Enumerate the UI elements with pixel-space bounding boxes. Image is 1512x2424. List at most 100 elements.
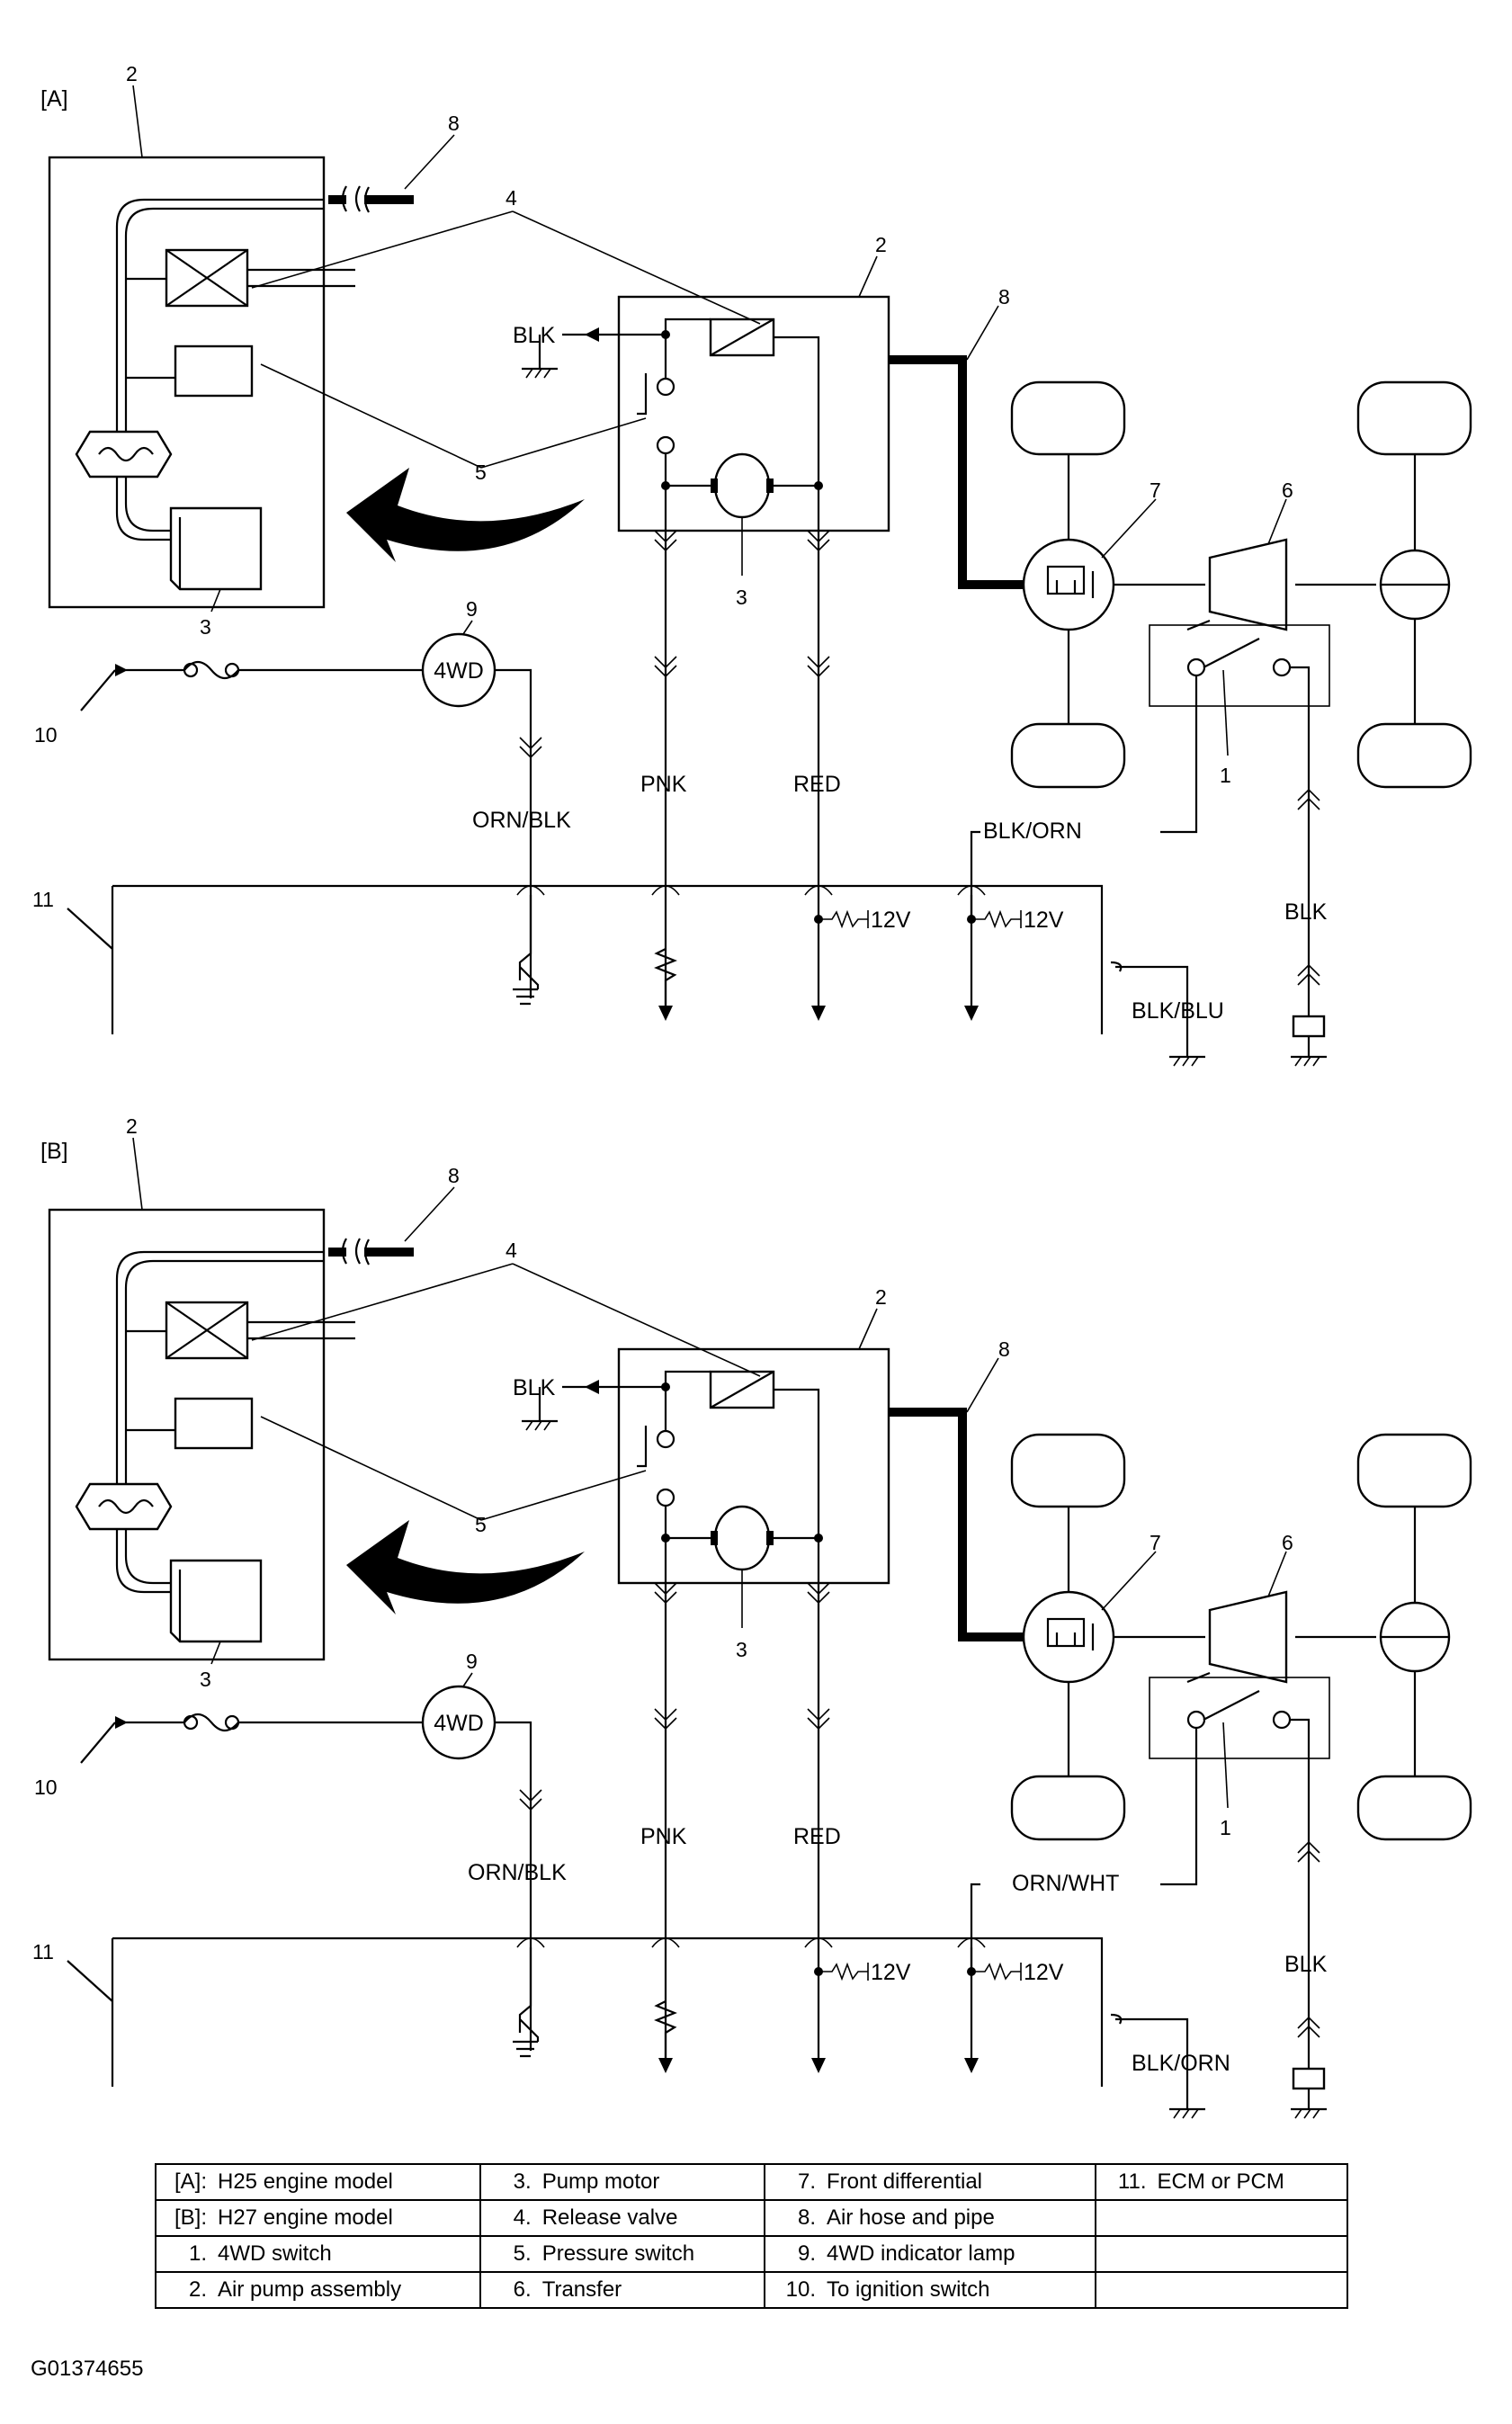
legend-value: H25 engine model <box>218 2169 393 2194</box>
callout-2: 2 <box>126 62 138 85</box>
callout-8: 8 <box>448 1164 460 1187</box>
wire-label: BLK/BLU <box>1132 998 1224 1024</box>
wire-label: RED <box>793 772 841 797</box>
legend-key: 10. <box>785 2277 817 2302</box>
legend-cell: [B]: H27 engine model <box>155 2199 481 2237</box>
legend-value: Air hose and pipe <box>827 2205 995 2230</box>
voltage-label: 12V <box>871 908 911 933</box>
callout-8: 8 <box>448 112 460 135</box>
legend-value: 4WD indicator lamp <box>827 2241 1015 2266</box>
callout-7: 7 <box>1150 1531 1161 1554</box>
legend-key: 6. <box>513 2277 532 2302</box>
legend-row: [B]: H27 engine model 4. Release valve 8. Air… <box>155 2199 1349 2237</box>
voltage-label: 12V <box>1024 1960 1064 1985</box>
callout-11: 11 <box>32 888 54 911</box>
callout-3: 3 <box>200 1668 211 1691</box>
legend-key: 4. <box>513 2205 532 2230</box>
legend-cell <box>1094 2235 1349 2273</box>
legend-value: ECM or PCM <box>1157 2169 1284 2194</box>
voltage-label: 12V <box>1024 908 1064 933</box>
wire-label: PNK <box>640 772 687 797</box>
legend-value: Front differential <box>827 2169 982 2194</box>
callout-6: 6 <box>1282 1531 1293 1554</box>
indicator-lamp-label: 4WD <box>434 658 484 684</box>
legend-value: Release valve <box>541 2205 678 2230</box>
legend-value: H27 engine model <box>218 2205 393 2230</box>
legend-value: Transfer <box>541 2277 622 2302</box>
callout-9: 9 <box>466 1650 478 1673</box>
legend-key: 9. <box>798 2241 817 2266</box>
legend-cell: 3. Pump motor <box>479 2163 766 2201</box>
legend-cell <box>1094 2199 1349 2237</box>
voltage-label: 12V <box>871 1960 911 1985</box>
callout-1: 1 <box>1220 764 1231 787</box>
legend-row: [A]: H25 engine model 3. Pump motor 7. Front … <box>155 2163 1349 2201</box>
legend-row: 1. 4WD switch 5. Pressure switch 9. 4WD indic… <box>155 2235 1349 2273</box>
legend-value: To ignition switch <box>827 2277 990 2302</box>
callout-8: 8 <box>998 285 1010 309</box>
legend-cell: [A]: H25 engine model <box>155 2163 481 2201</box>
wire-label: ORN/WHT <box>1012 1871 1119 1896</box>
legend-cell: 8. Air hose and pipe <box>764 2199 1096 2237</box>
callout-9: 9 <box>466 597 478 621</box>
legend-value: Pressure switch <box>541 2241 695 2266</box>
legend-row: 2. Air pump assembly 6. Transfer 10. To ignit… <box>155 2271 1349 2309</box>
legend-cell: 6. Transfer <box>479 2271 766 2309</box>
callout-11: 11 <box>32 1940 54 1963</box>
wiring-diagram: [A] BLK PNK RED ORN/BLK BLK/ORN BLK/BLU … <box>32 62 1512 2159</box>
legend-key: 7. <box>798 2169 817 2194</box>
legend-cell <box>1094 2271 1349 2309</box>
legend-cell: 10. To ignition switch <box>764 2271 1096 2309</box>
callout-10: 10 <box>34 723 58 747</box>
wire-label: BLK <box>1284 899 1328 925</box>
legend-key: 5. <box>513 2241 532 2266</box>
legend-key: 1. <box>188 2241 207 2266</box>
legend-cell: 7. Front differential <box>764 2163 1096 2201</box>
panel-b-labels: [B] BLK PNK RED ORN/BLK ORN/WHT BLK/ORN … <box>32 1114 1328 2076</box>
wire-label: BLK <box>1284 1952 1328 1977</box>
legend-value: Air pump assembly <box>218 2277 402 2302</box>
callout-3: 3 <box>736 1638 747 1661</box>
callout-8: 8 <box>998 1337 1010 1361</box>
legend-cell: 2. Air pump assembly <box>155 2271 481 2309</box>
legend-cell: 1. 4WD switch <box>155 2235 481 2273</box>
callout-5: 5 <box>475 1513 487 1536</box>
callout-3: 3 <box>736 586 747 609</box>
legend-table: [A]: H25 engine model 3. Pump motor 7. Front … <box>155 2163 1349 2309</box>
indicator-lamp-label: 4WD <box>434 1711 484 1736</box>
callout-10: 10 <box>34 1776 58 1799</box>
legend-cell: 5. Pressure switch <box>479 2235 766 2273</box>
callout-4: 4 <box>505 186 517 210</box>
panel-tag: [A] <box>40 86 68 112</box>
legend-key: 2. <box>188 2277 207 2302</box>
callout-3: 3 <box>200 615 211 639</box>
legend-cell: 9. 4WD indicator lamp <box>764 2235 1096 2273</box>
legend-value: 4WD switch <box>218 2241 332 2266</box>
legend-value: Pump motor <box>541 2169 660 2194</box>
callout-1: 1 <box>1220 1816 1231 1839</box>
wire-label: PNK <box>640 1824 687 1849</box>
legend-cell: 4. Release valve <box>479 2199 766 2237</box>
legend-key: [B]: <box>174 2205 207 2230</box>
callout-6: 6 <box>1282 479 1293 502</box>
wire-label: RED <box>793 1824 841 1849</box>
wire-label: ORN/BLK <box>472 808 571 833</box>
wire-label: ORN/BLK <box>468 1860 567 1885</box>
callout-7: 7 <box>1150 479 1161 502</box>
legend-cell: 11. ECM or PCM <box>1094 2163 1349 2201</box>
callout-5: 5 <box>475 461 487 484</box>
legend-key: 11. <box>1117 2169 1147 2194</box>
legend-key: 3. <box>513 2169 532 2194</box>
callout-2: 2 <box>875 1285 887 1309</box>
legend-key: 8. <box>798 2205 817 2230</box>
panel-a-labels: [A] BLK PNK RED ORN/BLK BLK/ORN BLK/BLU … <box>32 62 1328 1024</box>
legend-key: [A]: <box>174 2169 207 2194</box>
callout-4: 4 <box>505 1239 517 1262</box>
callout-2: 2 <box>126 1114 138 1138</box>
callout-2: 2 <box>875 233 887 256</box>
wire-label: BLK <box>513 1375 556 1400</box>
figure-id: G01374655 <box>31 2357 144 2381</box>
panel-tag: [B] <box>40 1139 68 1164</box>
wire-label: BLK <box>513 323 556 348</box>
wire-label: BLK/ORN <box>1132 2051 1230 2076</box>
